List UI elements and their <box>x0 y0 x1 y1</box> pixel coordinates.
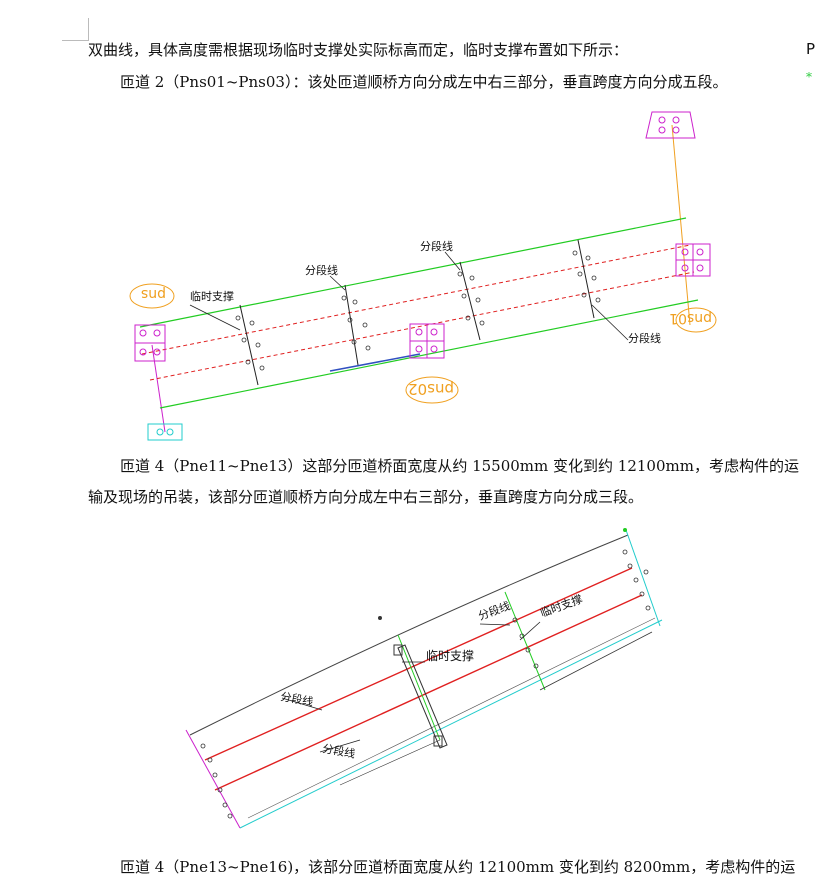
segment-line <box>344 284 359 366</box>
pier-label-left: pns <box>141 286 166 302</box>
label-temp-support: 临时支撑 <box>190 289 234 303</box>
adjacent-page-mark: * <box>806 70 812 84</box>
label-segment-line-1: 分段线 <box>305 263 338 277</box>
margin-corner-mark <box>62 18 89 41</box>
pier-cap-bottom <box>147 423 183 441</box>
support-box-mid <box>409 323 445 359</box>
girder-edge-bottom <box>239 619 663 829</box>
pier-cap-top <box>645 111 696 139</box>
support-box-left <box>134 324 166 362</box>
label-segment-line-3: 分段线 <box>628 331 661 345</box>
label-segment-line-2: 分段线 <box>420 239 453 253</box>
pier-label-mid: pns02 <box>408 380 454 398</box>
label-segment-line-bottom: 分段线 <box>321 741 356 761</box>
girder-edge-top <box>139 217 687 328</box>
label-segment-line-top: 分段线 <box>476 598 512 622</box>
adjacent-page-text: P <box>806 40 815 58</box>
paragraph-3a: 匝道 4（Pne11~Pne13）这部分匝道桥面宽度从约 15500mm 变化到… <box>120 457 799 475</box>
paragraph-2: 匝道 2（Pns01~Pns03）：该处匝道顺桥方向分成左中右三部分，垂直跨度方… <box>120 73 728 91</box>
label-temp-support-top: 临时支撑 <box>538 592 584 620</box>
temp-support-column <box>393 644 448 749</box>
support-box-right <box>675 243 711 277</box>
segment-line <box>459 261 481 341</box>
girder-edge-bottom <box>159 299 699 409</box>
segment-line <box>239 304 259 386</box>
label-temp-support-mid: 临时支撑 <box>426 648 474 663</box>
girder-edge-curved <box>189 534 629 736</box>
pier-label-right: pns01 <box>669 310 712 326</box>
label-segment-line-left: 分段线 <box>279 689 314 709</box>
paragraph-3b: 输及现场的吊装，该部分匝道顺桥方向分成左中右三部分，垂直跨度方向分成三段。 <box>88 488 644 506</box>
paragraph-1: 双曲线，具体高度需根据现场临时支撑处实际标高而定，临时支撑布置如下所示： <box>88 41 629 59</box>
segment-line <box>577 239 595 319</box>
paragraph-4: 匝道 4（Pne13~Pne16)，该部分匝道桥面宽度从约 12100mm 变化… <box>120 858 796 876</box>
